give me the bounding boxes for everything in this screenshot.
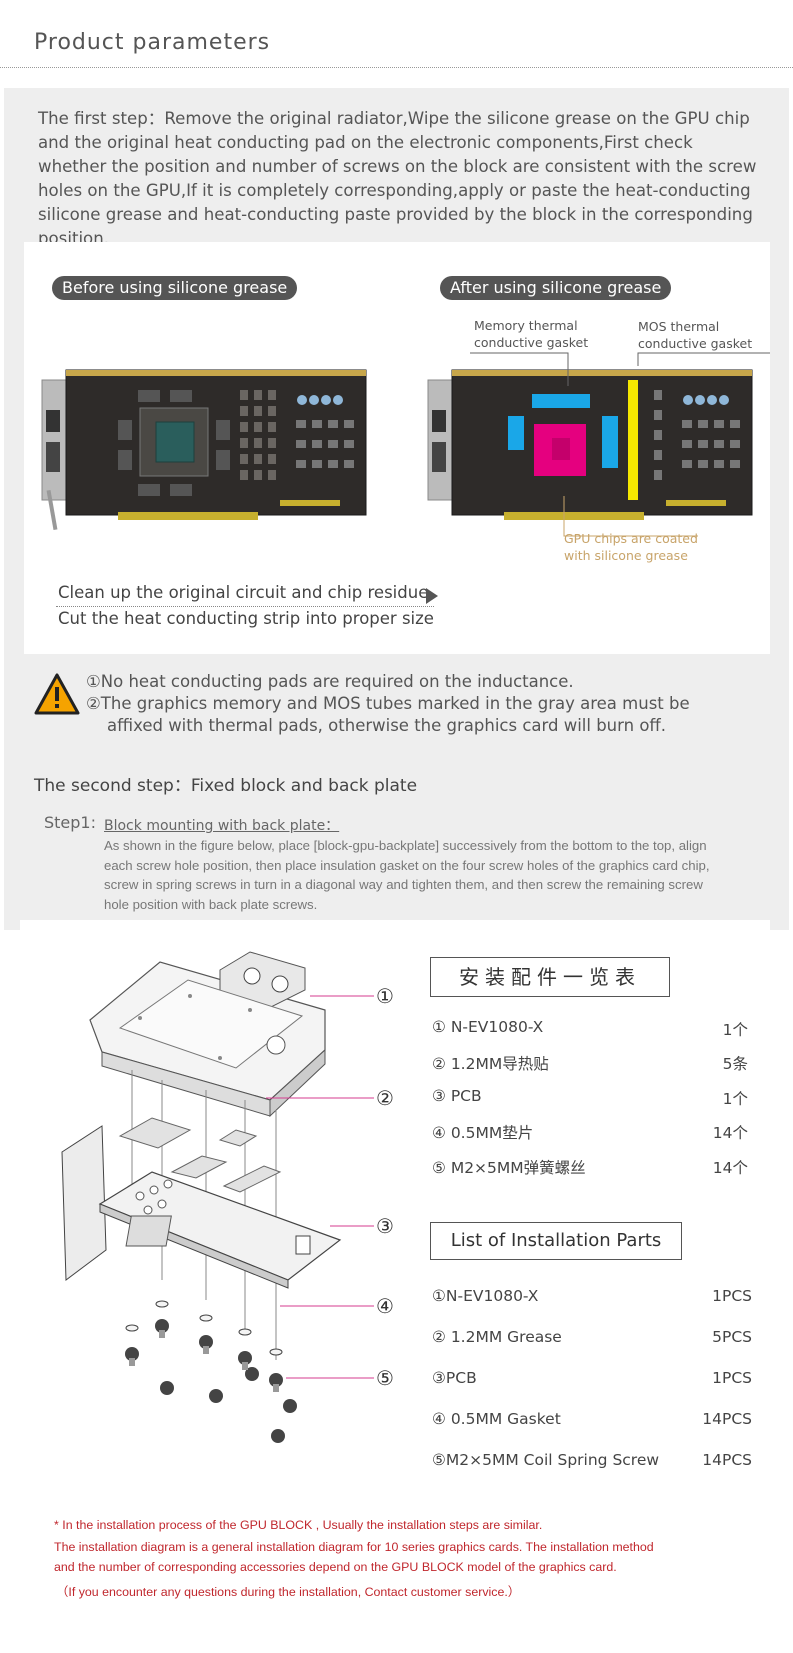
parts-en-item-2: ② 1.2MM Grease	[432, 1328, 562, 1346]
parts-en-item-4: ④ 0.5MM Gasket	[432, 1410, 561, 1428]
gpu-callout: GPU chips are coated with silicone greas…	[564, 531, 698, 563]
parts-en-qty-2: 5PCS	[712, 1328, 752, 1346]
water-block	[89, 951, 326, 1118]
mos-callout: MOS thermal conductive gasket	[638, 319, 753, 351]
marker-4: ④	[376, 1294, 394, 1318]
footnote-line-1: * In the installation process of the GPU…	[54, 1518, 543, 1532]
marker-2: ②	[376, 1086, 394, 1110]
warning-line-3: affixed with thermal pads, otherwise the…	[107, 716, 667, 735]
page-title: Product parameters	[34, 30, 271, 55]
parts-en-item-5: ⑤M2×5MM Coil Spring Screw	[432, 1451, 660, 1469]
parts-en-qty-4: 14PCS	[702, 1410, 752, 1428]
memory-pad-left	[508, 416, 524, 450]
footnote-line-3: and the number of corresponding accessor…	[54, 1560, 617, 1574]
play-arrow-icon	[426, 588, 438, 604]
warning-icon	[34, 673, 80, 715]
marker-5: ⑤	[376, 1366, 394, 1390]
pcb-board	[61, 1125, 342, 1289]
parts-en-qty-3: 1PCS	[712, 1369, 752, 1387]
first-step-text: The first step：Remove the original radia…	[38, 109, 757, 248]
parts-zh-qty-2: 5条	[722, 1055, 748, 1073]
step1-description: As shown in the figure below, place [blo…	[104, 838, 710, 912]
parts-en-item-1: ①N-EV1080-X	[432, 1287, 539, 1305]
parts-en-item-3: ③PCB	[432, 1369, 477, 1387]
parts-zh-item-3: ③ PCB	[432, 1087, 482, 1105]
second-step-title: The second step：Fixed block and back pla…	[34, 776, 418, 796]
memory-pad-top	[532, 394, 590, 408]
footnote-line-4: （If you encounter any questions during t…	[56, 1585, 521, 1599]
step1-label: Step1:	[44, 813, 96, 832]
parts-list-title-zh: 安装配件一览表	[430, 957, 670, 997]
text-divider	[56, 606, 434, 607]
warning-line-1: ①No heat conducting pads are required on…	[86, 672, 574, 691]
cut-strip-text: Cut the heat conducting strip into prope…	[58, 609, 434, 628]
parts-en-qty-1: 1PCS	[712, 1287, 752, 1305]
before-label: Before using silicone grease	[52, 276, 298, 300]
parts-en-qty-5: 14PCS	[702, 1451, 752, 1469]
pcb-after-image	[427, 369, 753, 520]
step1-heading: Block mounting with back plate：	[104, 818, 340, 834]
marker-3: ③	[376, 1214, 394, 1238]
parts-zh-item-1: ① N-EV1080-X	[432, 1018, 544, 1036]
callout-lines	[470, 352, 770, 537]
clean-up-text: Clean up the original circuit and chip r…	[58, 583, 429, 602]
exploded-assembly-diagram	[61, 951, 374, 1443]
parts-zh-qty-5: 14个	[712, 1159, 748, 1177]
title-divider	[0, 67, 793, 68]
footnote-line-2: The installation diagram is a general in…	[54, 1540, 654, 1554]
parts-zh-qty-1: 1个	[722, 1021, 748, 1039]
parts-list-title-en: List of Installation Parts	[430, 1222, 682, 1260]
parts-zh-item-4: ④ 0.5MM垫片	[432, 1124, 534, 1142]
parts-zh-item-5: ⑤ M2×5MM弹簧螺丝	[432, 1159, 586, 1177]
pcb-before-image	[41, 369, 367, 531]
mos-pad	[628, 380, 638, 500]
memory-callout: Memory thermal conductive gasket	[474, 318, 589, 350]
warning-line-2: ②The graphics memory and MOS tubes marke…	[86, 694, 690, 713]
parts-zh-item-2: ② 1.2MM导热贴	[432, 1055, 549, 1073]
parts-zh-qty-4: 14个	[712, 1124, 748, 1142]
after-label: After using silicone grease	[440, 276, 672, 300]
memory-pad-right	[602, 416, 618, 468]
parts-zh-qty-3: 1个	[722, 1090, 748, 1108]
marker-1: ①	[376, 984, 394, 1008]
